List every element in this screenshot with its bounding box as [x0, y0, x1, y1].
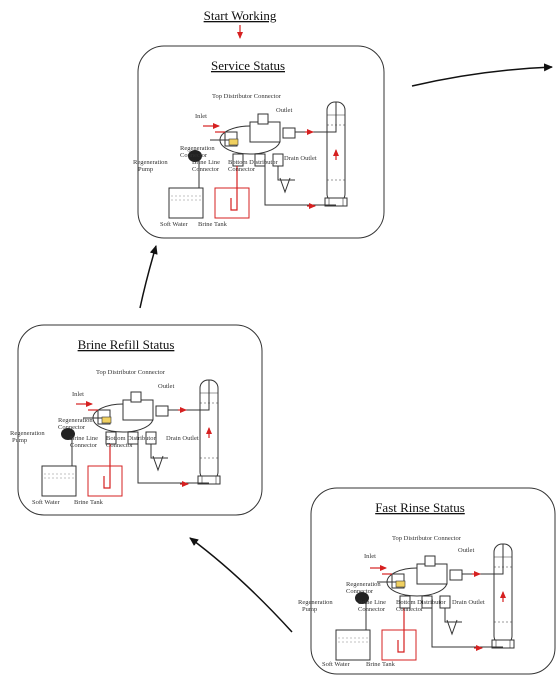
start-working-label: Start Working: [204, 8, 277, 23]
label-outlet-r: Outlet: [458, 547, 474, 554]
label-brine-tank-r: Brine Tank: [366, 661, 396, 668]
label-top-distributor: Top Distributor Connector: [212, 93, 282, 100]
label-brine-line-2: Connector: [192, 166, 220, 173]
label-bottom-distributor-r: Bottom Distributor: [396, 599, 446, 606]
label-brine-tank: Brine Tank: [198, 221, 228, 228]
label-outlet-b: Outlet: [158, 383, 174, 390]
label-top-distributor-r: Top Distributor Connector: [392, 535, 462, 542]
label-bottom-distributor-b2: Connector: [106, 442, 134, 449]
label-brine-line: Brine Line: [192, 159, 220, 166]
label-soft-water-b: Soft Water: [32, 499, 61, 506]
label-regen-connector-2: Connector: [180, 152, 208, 159]
label-regen-pump-2: Pump: [138, 166, 153, 173]
panel-title-brine: Brine Refill Status: [78, 337, 175, 352]
label-bottom-distributor-2: Connector: [228, 166, 256, 173]
label-drain-outlet-r: Drain Outlet: [452, 599, 485, 606]
label-outlet: Outlet: [276, 107, 292, 114]
panel-title-service: Service Status: [211, 58, 285, 73]
label-regen-pump-b2: Pump: [12, 437, 27, 444]
label-regen-pump-b: Regeneration: [10, 430, 45, 437]
cycle-arrow-brine-to-service: [139, 245, 158, 309]
label-regen-pump-r2: Pump: [302, 606, 317, 613]
label-regen-connector-r2: Connector: [346, 588, 374, 595]
label-regen-connector-r: Regeneration: [346, 581, 381, 588]
cycle-arrow-service-to-rinse: [411, 63, 553, 87]
label-soft-water: Soft Water: [160, 221, 189, 228]
label-brine-line-b2: Connector: [70, 442, 98, 449]
label-regen-pump-r: Regeneration: [298, 599, 333, 606]
label-bottom-distributor: Bottom Distributor: [228, 159, 278, 166]
panel-title-rinse: Fast Rinse Status: [375, 500, 465, 515]
label-inlet-b: Inlet: [72, 391, 84, 398]
label-brine-tank-b: Brine Tank: [74, 499, 104, 506]
label-regen-connector-b2: Connector: [58, 424, 86, 431]
label-regen-connector-b: Regeneration: [58, 417, 93, 424]
label-soft-water-r: Soft Water: [322, 661, 351, 668]
panel-service: Service Status Top Distributor Connector…: [133, 45, 385, 239]
panel-brine-refill: Brine Refill Status Top Distributor Conn…: [10, 324, 263, 516]
cycle-arrow-rinse-to-brine: [189, 537, 293, 633]
label-brine-line-r: Brine Line: [358, 599, 386, 606]
label-inlet-r: Inlet: [364, 553, 376, 560]
label-regen-connector: Regeneration: [180, 145, 215, 152]
label-brine-line-r2: Connector: [358, 606, 386, 613]
label-inlet: Inlet: [195, 113, 207, 120]
label-bottom-distributor-b: Bottom Distributor: [106, 435, 156, 442]
label-regen-pump: Regeneration: [133, 159, 168, 166]
panel-fast-rinse: Fast Rinse Status Top Distributor Connec…: [298, 487, 556, 675]
label-bottom-distributor-r2: Connector: [396, 606, 424, 613]
label-top-distributor-b: Top Distributor Connector: [96, 369, 166, 376]
label-drain-outlet-b: Drain Outlet: [166, 435, 199, 442]
label-brine-line-b: Brine Line: [70, 435, 98, 442]
label-drain-outlet: Drain Outlet: [284, 155, 317, 162]
